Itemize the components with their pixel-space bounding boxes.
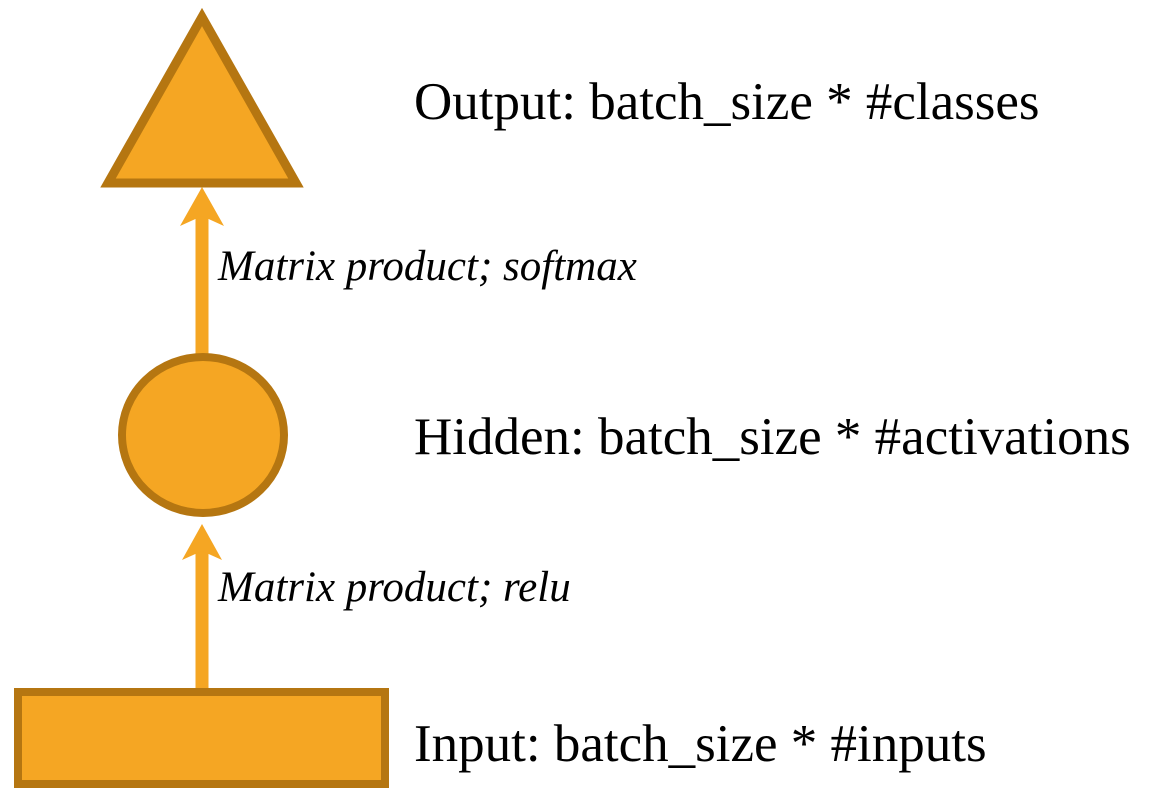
node-label-input: Input: batch_size * #inputs <box>414 715 987 773</box>
rectangle-shape-input <box>14 688 389 788</box>
circle-shape-hidden <box>118 353 288 517</box>
edge-label-input-to-hidden: Matrix product; relu <box>218 564 571 611</box>
edge-label-hidden-to-output: Matrix product; softmax <box>218 243 637 290</box>
edge-hidden-to-output <box>180 187 224 355</box>
node-label-hidden: Hidden: batch_size * #activations <box>414 408 1131 466</box>
up-arrow-icon-hidden-to-output <box>180 187 224 226</box>
node-label-output: Output: batch_size * #classes <box>414 73 1040 131</box>
up-arrow-icon-input-to-hidden <box>182 524 222 560</box>
triangle-shape-output <box>100 7 304 188</box>
edge-input-to-hidden <box>182 524 222 692</box>
